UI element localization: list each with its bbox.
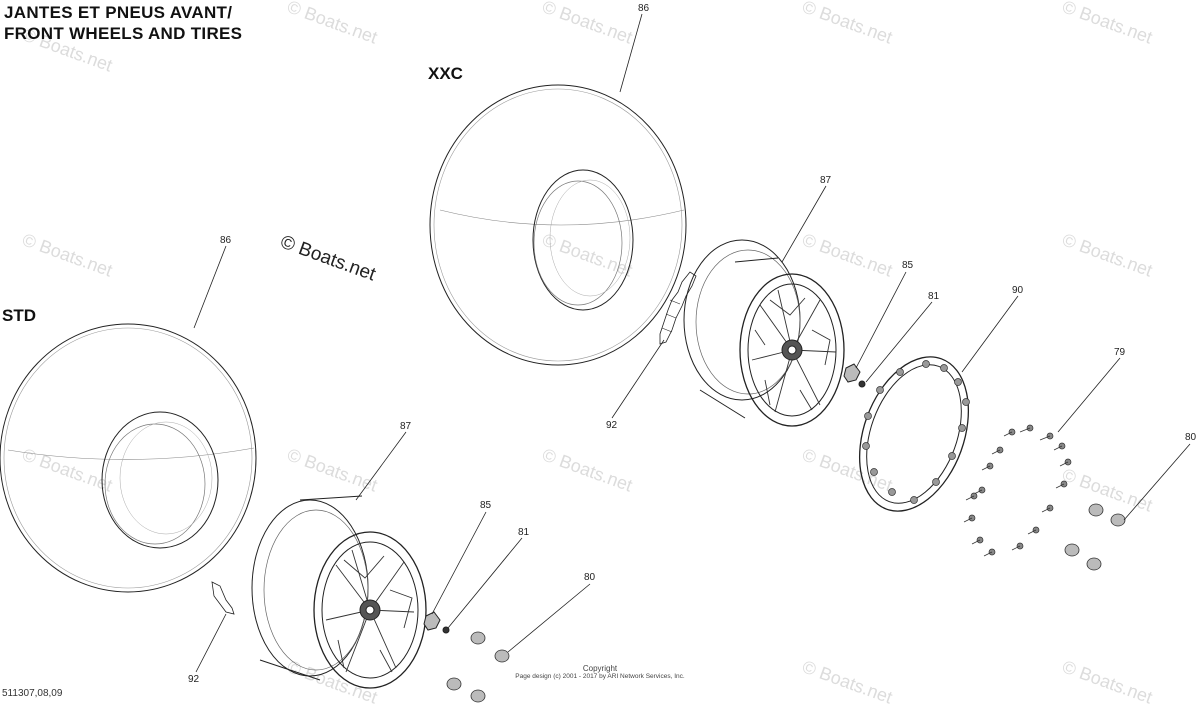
document-number: 511307,08,09 [2, 688, 63, 699]
leader-line [865, 301, 933, 383]
leader-line [193, 245, 227, 329]
hub-nut-85-xxc[interactable] [843, 363, 861, 383]
leader-line [1057, 357, 1121, 433]
washer-81-xxc[interactable] [858, 380, 866, 388]
callout-ring-90[interactable]: 90 [1012, 285, 1024, 296]
callout-valve-92-std[interactable]: 92 [188, 674, 200, 685]
leader-line [507, 583, 591, 653]
washer-81-std[interactable] [442, 626, 450, 634]
callout-valve-92-xxc[interactable]: 92 [606, 420, 618, 431]
wheel-nuts-80-xxc[interactable] [1064, 503, 1126, 571]
leader-line [1123, 443, 1191, 521]
leader-line [619, 13, 643, 93]
rim-std[interactable] [251, 495, 427, 689]
tire-xxc[interactable] [429, 84, 687, 366]
copyright-line-2: Page design (c) 2001 - 2017 by ARI Netwo… [515, 673, 685, 680]
variant-label-std: STD [2, 306, 36, 325]
leader-line [961, 295, 1019, 373]
variant-label-xxc: XXC [428, 64, 463, 83]
title-line-1: JANTES ET PNEUS AVANT/ [4, 3, 233, 22]
callout-nut-85-std[interactable]: 85 [480, 500, 492, 511]
leader-line [195, 613, 227, 673]
valve-stem-xxc[interactable] [659, 271, 697, 345]
copyright-notice: Copyright Page design (c) 2001 - 2017 by… [510, 664, 690, 680]
beadlock-ring-90[interactable] [840, 342, 989, 527]
leader-line [431, 511, 487, 615]
valve-stem-std[interactable] [211, 581, 235, 615]
callout-nut-80-xxc[interactable]: 80 [1185, 432, 1197, 443]
copyright-line-1: Copyright [582, 664, 618, 673]
leader-line [447, 537, 523, 629]
callout-nut-80-std[interactable]: 80 [584, 572, 596, 583]
callout-rim-xxc[interactable]: 87 [820, 175, 832, 186]
leader-line [611, 339, 665, 419]
callout-screw-79[interactable]: 79 [1114, 347, 1126, 358]
callout-washer-81-xxc[interactable]: 81 [928, 291, 940, 302]
callout-washer-81-std[interactable]: 81 [518, 527, 530, 538]
hub-nut-85-std[interactable] [423, 611, 441, 631]
rim-xxc[interactable] [683, 239, 845, 427]
tire-std[interactable] [0, 323, 257, 593]
callout-tire-std[interactable]: 86 [220, 235, 232, 246]
diagram-title: JANTES ET PNEUS AVANT/ FRONT WHEELS AND … [4, 2, 242, 44]
leader-line [781, 185, 827, 263]
screws-79[interactable] [963, 424, 1072, 557]
callout-rim-std[interactable]: 87 [400, 421, 412, 432]
leader-line [855, 271, 907, 369]
wheel-nuts-80-std[interactable] [446, 631, 510, 703]
title-line-2: FRONT WHEELS AND TIRES [4, 24, 243, 43]
leader-line [355, 431, 407, 501]
callout-nut-85-xxc[interactable]: 85 [902, 260, 914, 271]
callout-tire-xxc[interactable]: 86 [638, 3, 650, 14]
